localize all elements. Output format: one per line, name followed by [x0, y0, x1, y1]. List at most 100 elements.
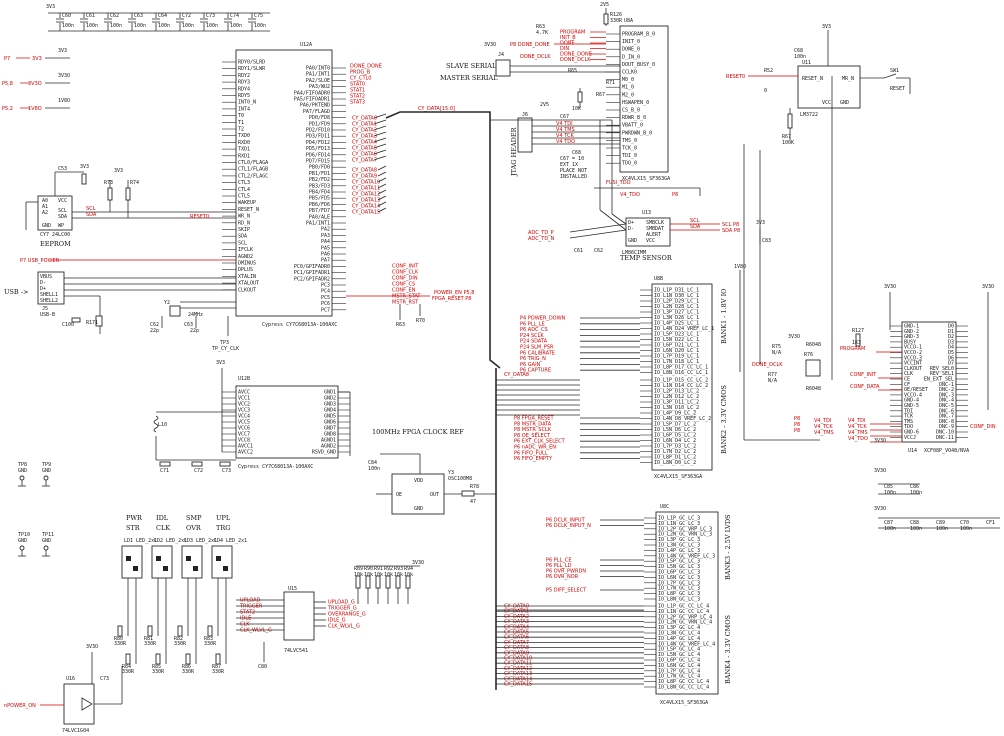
rd-c86v: 100n [910, 490, 922, 496]
u12-right-pin: PC7 [321, 307, 330, 313]
r76-note2: R6048 [806, 386, 821, 392]
bank3-pin: IO_L1P_GC_LC_3 [658, 516, 700, 522]
prom-right-pin: D0 [948, 324, 954, 330]
rnet-ref: R93 [394, 566, 403, 572]
u12-right-pin: PA5 [321, 245, 330, 251]
eeprom-part: CY7 24LC00 [40, 232, 70, 238]
bank4-cy-net: CY_DATA3 [504, 619, 529, 625]
cy-data-net: CY_DATA11 [352, 186, 380, 192]
u12b-right-pin: AGND1 [321, 438, 336, 444]
u12-right-pin: PA3 [321, 233, 330, 239]
bank2-pin: IO_L2N_D12_LC_2 [654, 394, 699, 400]
bank4-pin: IO_L2P_GC_VRP_LC_4 [658, 614, 712, 620]
bank4-pin: IO_L5P_GC_LC_4 [658, 647, 700, 653]
fpga-bank34-u8c: U8C XC4VLX15_SF363GA BANK3 - 2.5V LVDS B… [495, 368, 732, 706]
bank3-pin: IO_L3P_GC_LC_3 [658, 537, 700, 543]
rd-c89: C89 [936, 520, 945, 526]
tp-label: GND [18, 538, 27, 544]
xtal-ref: Y2 [164, 300, 170, 306]
bank1-net: P6 CAPTURE [520, 368, 551, 374]
bank1-pin: IO_L8P_D17_CC_LC_1 [654, 365, 708, 371]
led-label-top: UPL [216, 514, 231, 522]
u15-out-net: OVERRANGE_G [328, 612, 366, 618]
u12-left-pin: RDY5 [238, 93, 250, 99]
bank4-pin: IO_L4P_GC_LC_4 [658, 636, 700, 642]
u12-left-pin: CTL3 [238, 180, 250, 186]
bank3-pin: IO_L5N_GC_LC_3 [658, 564, 700, 570]
u15-in-net: IDLE [240, 616, 251, 622]
prom-right-pin: EN_EXT_SEL [924, 377, 954, 383]
eeprom-pin-wp: WP [58, 223, 64, 229]
u12a-ref: U12A [300, 42, 312, 48]
u12a-part: Cypress CY7C68013A-100AXC [262, 322, 337, 328]
prom-net-tck: V4_TCK [848, 424, 867, 430]
u12-right-pin: PD2/FD10 [306, 128, 330, 134]
prom-right-pin: D5 [948, 350, 954, 356]
tp-cy-clk-ref: TP3 [220, 340, 229, 346]
u8a-pin: INIT_0 [622, 39, 640, 45]
prom-right-pin: D4 [948, 345, 954, 351]
c-avcc-2: C72 [194, 468, 203, 474]
prom-left-pin: GND-2 [904, 329, 919, 335]
oscillator-block: 100MHz FPGA CLOCK REF OE OUT VDD GND Y3 … [368, 428, 644, 611]
led-res-val: 330R [144, 641, 157, 647]
r63-ref: R63 [536, 24, 545, 30]
rd-rail-a: 3V3O [874, 468, 886, 474]
reset-pin-gnd: GND [840, 100, 849, 106]
u12-left-pin: XTALOUT [238, 281, 259, 287]
pullup-rail: 3V3 [114, 168, 123, 174]
prom-left-pin: TMS [904, 419, 913, 425]
prom-left-pin: OE/RESET [904, 387, 928, 393]
rnet-ref: R92 [384, 566, 393, 572]
prom-right-pin: D3 [948, 339, 954, 345]
u12-portc-net: CONF_CLK [392, 270, 419, 276]
bank2-pin: IO_L8N_D0_LC_2 [654, 460, 696, 466]
bank1-pin: IO_L3N_D26_LC_1 [654, 315, 699, 321]
u12-left-pin: T1 [238, 120, 244, 126]
cy-data-net: CY_DATA4 [352, 140, 377, 146]
prom-right-pin: D2 [948, 334, 954, 340]
temp-label: TEMP SENSOR [620, 254, 673, 262]
u15-out-net: CLK_WLVL_G [328, 624, 360, 630]
rd-c87v: 100n [884, 526, 896, 532]
cy-data-bus-label: CY_DATA[15:0] [418, 106, 455, 112]
prom-p8-3: P8 [794, 428, 800, 434]
rd-c70: C70 [960, 520, 969, 526]
bank4-pin: IO_L5N_GC_LC_4 [658, 652, 700, 658]
u12b-right-pin: RSVD_GND [312, 450, 336, 456]
cap-value-c73: 100n [206, 23, 218, 29]
rnet-val: 10k [404, 572, 413, 578]
u12b-cypress-power: U12B Cypress CY7C68013A-100AXC AVCCVCC1V… [153, 360, 351, 474]
cap-value-c64: 100n [158, 23, 170, 29]
eeprom-pin-gnd: GND [42, 223, 51, 229]
prom-r75-val: N/A [772, 350, 781, 356]
r63-val: 4.7K [536, 30, 548, 36]
u8a-pin: RDWR_B_0 [622, 115, 646, 121]
r63b: R63 [396, 322, 405, 328]
prom-right-pin: REV_SEL0 [930, 366, 954, 372]
bank3-pin: IO_L2P_GC_VRP_LC_3 [658, 526, 712, 532]
led-res: R82 [174, 636, 183, 642]
prom-rail-d: 3V3O [874, 438, 886, 444]
prom-right-pin: DNC-11 [936, 435, 954, 441]
led-res-val: 330R [152, 669, 165, 675]
prom-net-conf-init: CONF_INIT [850, 372, 877, 378]
cy-data-net: CY_DATA6 [352, 152, 377, 158]
led-res: R80 [114, 636, 123, 642]
bank1-pin: IO_L6P_D21_LC_1 [654, 343, 699, 349]
prom-left-pin: CLK [904, 371, 913, 377]
reset-res-val: 100K [782, 140, 794, 146]
tp-ref: TP11 [42, 532, 54, 538]
rail-3v3o-b: 3V3O [58, 73, 70, 79]
net-p52: P5,2 [2, 106, 13, 112]
bank3-net: P6 OVR_PWRDN [546, 569, 586, 575]
prom-rail-b: 3V3O [982, 284, 994, 290]
serial-rail: 3V3O [484, 42, 496, 48]
prom-r75: R75 [772, 344, 781, 350]
bank3-pin: IO_L7N_GC_LC_3 [658, 586, 700, 592]
cap-c62: C62 [110, 13, 119, 19]
u12b-right-pin: GND8 [324, 432, 336, 438]
net-v4-tdo: V4_TDO [620, 192, 640, 198]
rnet-rail: 3V3O [412, 560, 424, 566]
